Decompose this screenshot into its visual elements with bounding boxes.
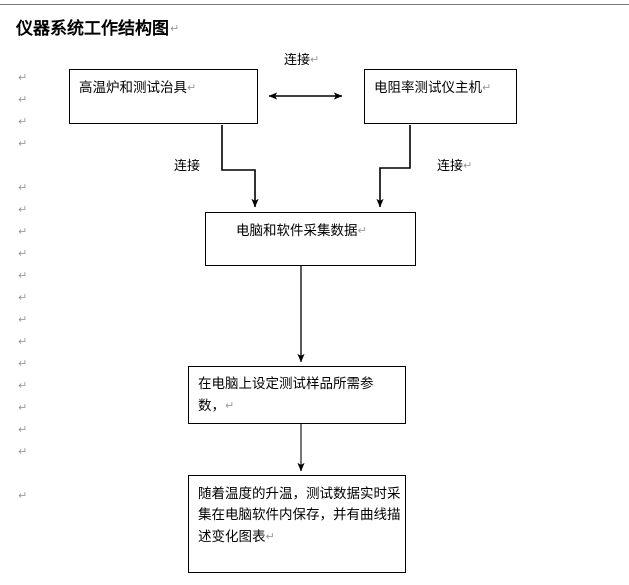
paragraph-mark-icon: ↵ <box>18 115 28 128</box>
paragraph-mark-icon: ↵ <box>265 530 275 543</box>
paragraph-mark-icon: ↵ <box>18 203 28 216</box>
paragraph-mark-icon: ↵ <box>18 357 28 370</box>
paragraph-mark-icon: ↵ <box>310 53 320 66</box>
flowchart-box-furnace-label: 高温炉和测试治具↵ <box>79 80 197 96</box>
paragraph-mark-icon: ↵ <box>357 224 367 237</box>
edge-label-connect-top: 连接↵ <box>284 53 320 68</box>
paragraph-mark-icon: ↵ <box>482 81 492 94</box>
connector-furnace-acquire <box>221 125 259 208</box>
connector-mainunit-acquire <box>376 125 411 208</box>
flowchart-box-main-unit-label: 电阻率测试仪主机↵ <box>374 80 492 96</box>
paragraph-mark-icon: ↵ <box>18 137 28 150</box>
paragraph-mark-icon: ↵ <box>170 22 180 35</box>
flowchart-box-data-acquisition-label: 电脑和软件采集数据↵ <box>236 223 367 239</box>
paragraph-mark-icon: ↵ <box>18 401 28 414</box>
page-top-rule <box>0 4 629 5</box>
paragraph-mark-icon: ↵ <box>18 489 28 502</box>
paragraph-mark-icon: ↵ <box>18 313 28 326</box>
page-title: 仪器系统工作结构图↵ <box>16 19 179 39</box>
paragraph-mark-icon: ↵ <box>18 291 28 304</box>
edge-label-connect-right: 连接↵ <box>437 159 473 174</box>
flowchart-box-set-parameters-label: 在电脑上设定测试样品所需参 数，↵ <box>198 376 374 414</box>
flowchart-box-record-data-label: 随着温度的升温，测试数据实时采集在电脑软件内保存，并有曲线描述变化图表↵ <box>198 486 401 545</box>
paragraph-mark-icon: ↵ <box>18 247 28 260</box>
paragraph-mark-icon: ↵ <box>18 181 28 194</box>
paragraph-mark-icon: ↵ <box>187 81 197 94</box>
page-title-text: 仪器系统工作结构图 <box>16 19 169 39</box>
paragraph-mark-icon: ↵ <box>18 269 28 282</box>
paragraph-mark-icon: ↵ <box>463 159 473 172</box>
flowchart-box-set-parameters[interactable]: 在电脑上设定测试样品所需参 数，↵ <box>188 366 406 424</box>
paragraph-mark-icon: ↵ <box>18 423 28 436</box>
flowchart-box-furnace[interactable]: 高温炉和测试治具↵ <box>69 69 258 124</box>
paragraph-mark-icon: ↵ <box>225 399 235 412</box>
paragraph-mark-icon: ↵ <box>18 445 28 458</box>
paragraph-mark-icon: ↵ <box>18 335 28 348</box>
edge-label-connect-left: 连接 <box>174 159 201 174</box>
paragraph-mark-icon: ↵ <box>18 93 28 106</box>
paragraph-mark-icon: ↵ <box>18 225 28 238</box>
paragraph-mark-icon: ↵ <box>18 379 28 392</box>
flowchart-box-main-unit[interactable]: 电阻率测试仪主机↵ <box>364 69 517 124</box>
flowchart-box-data-acquisition[interactable]: 电脑和软件采集数据↵ <box>205 212 416 266</box>
paragraph-mark-icon: ↵ <box>18 71 28 84</box>
flowchart-box-record-data[interactable]: 随着温度的升温，测试数据实时采集在电脑软件内保存，并有曲线描述变化图表↵ <box>188 475 406 573</box>
